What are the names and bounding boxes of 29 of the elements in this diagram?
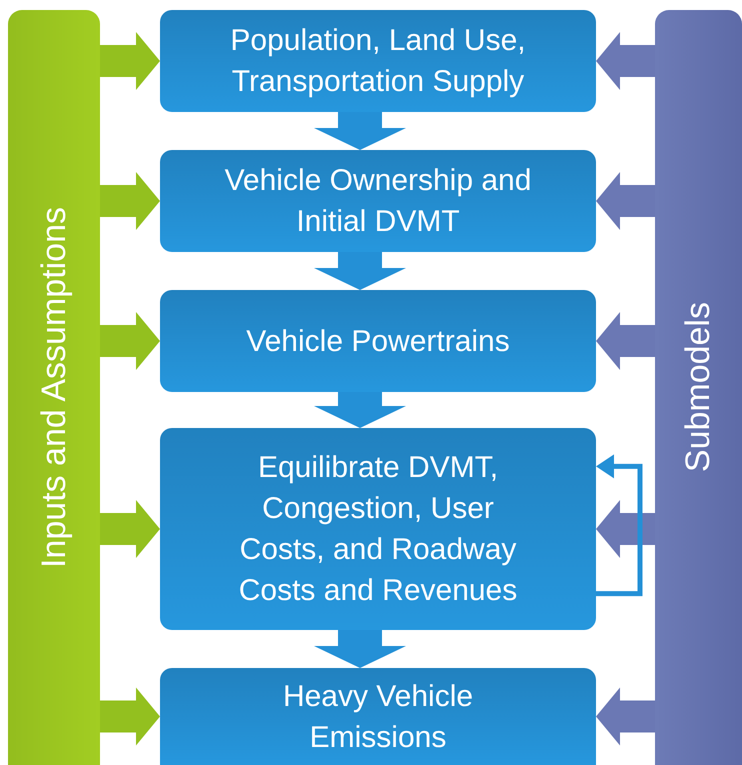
block-arrow <box>314 392 406 428</box>
block-arrow <box>596 32 655 90</box>
box-label: Heavy Vehicle Emissions <box>282 678 474 756</box>
process-box <box>160 668 596 765</box>
block-arrow <box>100 312 160 370</box>
box-label: Equilibrate DVMT, Congestion, User Costs, and Roadway Costs and Revenues <box>238 450 518 609</box>
process-box <box>160 290 596 392</box>
block-arrow <box>100 688 160 746</box>
process-box <box>160 10 596 112</box>
block-arrow <box>596 500 655 558</box>
feedback-arrow <box>596 454 642 596</box>
block-arrow <box>596 312 655 370</box>
box-label: Vehicle Powertrains <box>246 324 510 360</box>
block-arrow <box>314 112 406 150</box>
block-arrow <box>100 500 160 558</box>
bar-label: Inputs and Assumptions <box>34 206 74 568</box>
submodels-bar <box>655 10 742 765</box>
block-arrow <box>596 688 655 746</box>
bar-label: Submodels <box>679 302 718 473</box>
inputs-bar <box>8 10 100 765</box>
block-arrow <box>314 630 406 668</box>
block-arrow <box>100 172 160 230</box>
box-label: Vehicle Ownership and Initial DVMT <box>224 163 532 240</box>
box-label: Population, Land Use, Transportation Supply <box>229 23 527 100</box>
process-box <box>160 150 596 252</box>
block-arrow <box>314 252 406 290</box>
process-box <box>160 428 596 630</box>
block-arrow <box>596 172 655 230</box>
block-arrow <box>100 32 160 90</box>
